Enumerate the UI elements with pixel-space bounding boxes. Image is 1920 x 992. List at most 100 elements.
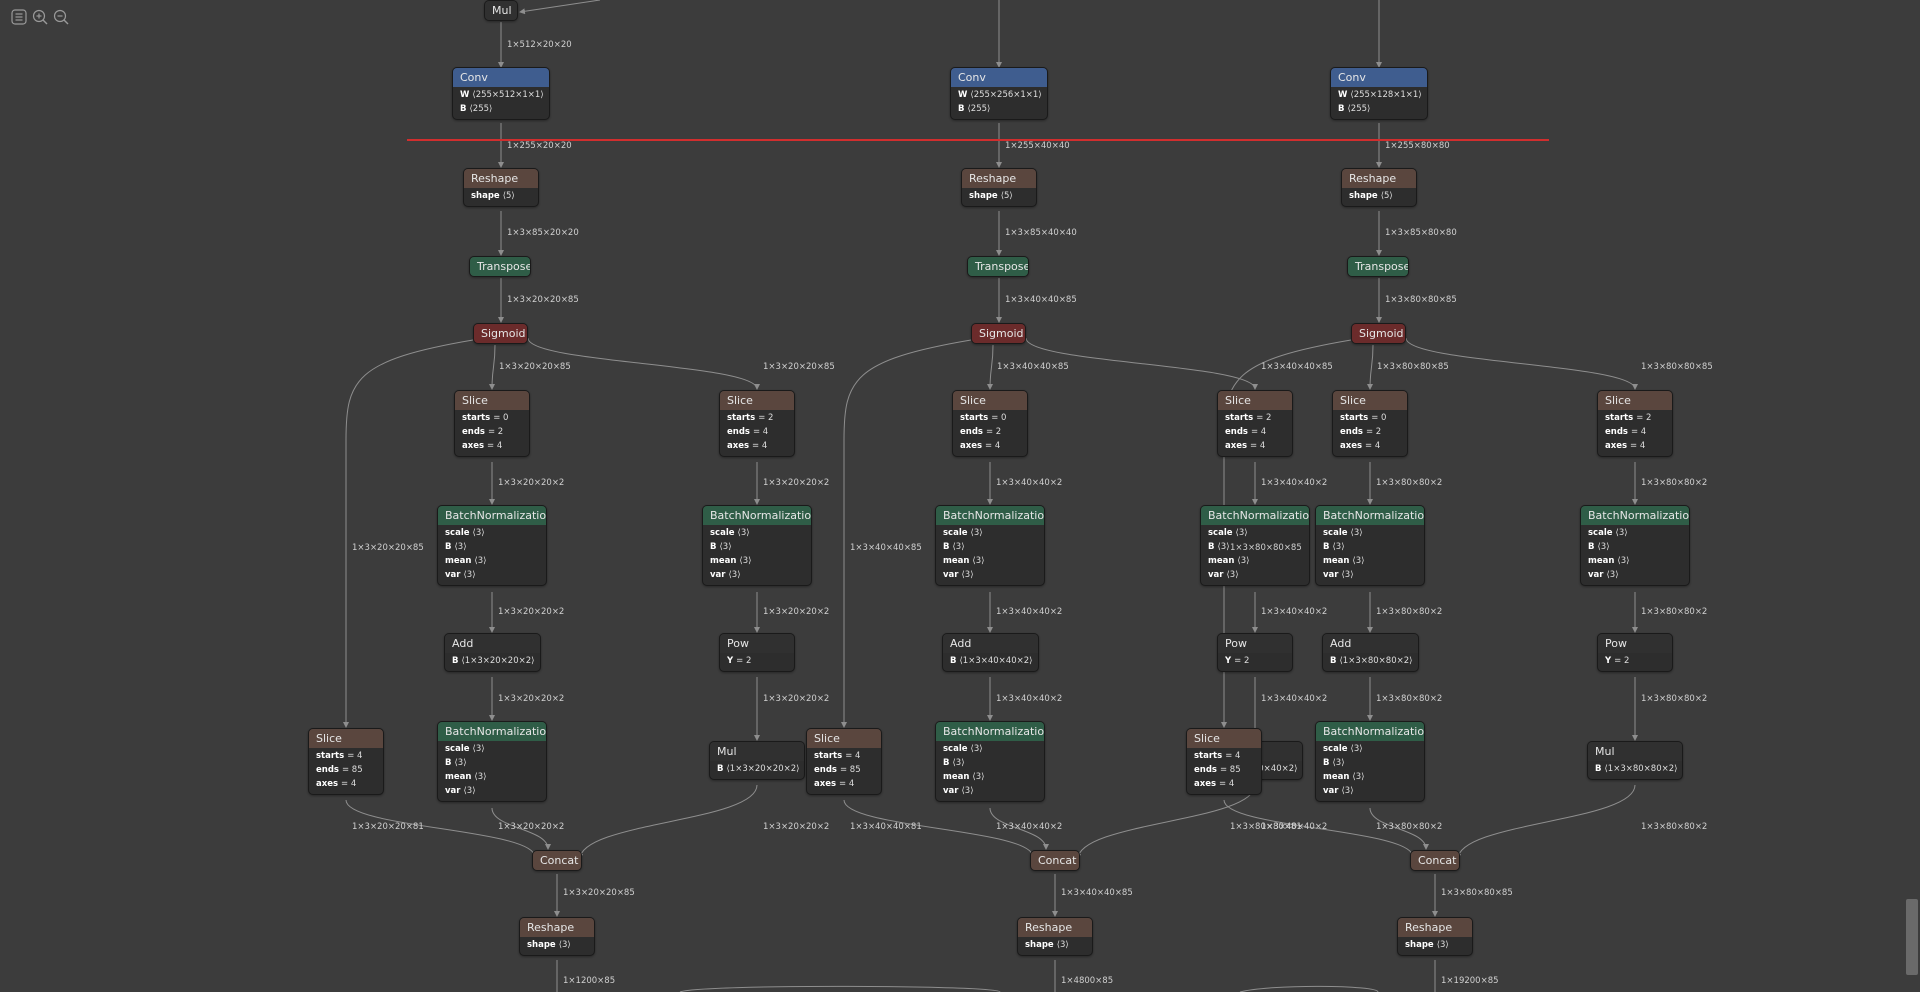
attribute-name: ends <box>462 427 485 437</box>
attribute-name: B <box>460 104 467 114</box>
concat-node[interactable]: Concat <box>532 850 582 871</box>
attribute-value: = 85 <box>839 765 861 775</box>
attribute-row: scale⟨3⟩ <box>445 526 539 540</box>
attribute-value: ⟨3⟩ <box>1436 940 1449 950</box>
reshape-node-title: Reshape <box>1342 169 1416 188</box>
attribute-row: starts= 4 <box>1194 749 1254 763</box>
attribute-name: var <box>445 570 461 580</box>
attribute-row: scale⟨3⟩ <box>445 742 539 756</box>
attribute-row: B⟨255⟩ <box>460 102 542 116</box>
attribute-row: var⟨3⟩ <box>1208 568 1302 582</box>
attribute-value: ⟨3⟩ <box>558 940 571 950</box>
sigmoid-node[interactable]: Sigmoid <box>1351 323 1406 344</box>
attribute-value: ⟨3⟩ <box>737 528 750 538</box>
pow-node-title: Pow <box>1598 634 1672 653</box>
transpose-node[interactable]: Transpose <box>967 256 1029 277</box>
edge-shape-label: 1×3×80×80×2 <box>1376 694 1443 704</box>
batchnorm-node-attributes: scale⟨3⟩B⟨3⟩mean⟨3⟩var⟨3⟩ <box>438 741 546 801</box>
transpose-node[interactable]: Transpose <box>469 256 531 277</box>
attribute-row: scale⟨3⟩ <box>943 742 1037 756</box>
top-mul-node[interactable]: Mul <box>484 0 518 21</box>
attribute-row: shape⟨3⟩ <box>1405 938 1465 952</box>
reshape-node-title: Reshape <box>1398 918 1472 937</box>
attribute-value: ⟨3⟩ <box>472 744 485 754</box>
edge-line <box>987 344 994 390</box>
edge-line <box>343 339 474 728</box>
attribute-row: var⟨3⟩ <box>1323 568 1417 582</box>
attribute-row: scale⟨3⟩ <box>1323 742 1417 756</box>
batchnorm-node-title: BatchNormalization <box>703 506 811 525</box>
concat-node[interactable]: Concat <box>1030 850 1080 871</box>
attribute-name: starts <box>960 413 989 423</box>
sigmoid-node[interactable]: Sigmoid <box>473 323 528 344</box>
sidebar-menu-icon[interactable] <box>11 9 27 25</box>
attribute-row: mean⟨3⟩ <box>943 554 1037 568</box>
concat-node-title: Concat <box>1411 851 1459 870</box>
transpose-node[interactable]: Transpose <box>1347 256 1409 277</box>
edge-shape-label: 1×3×40×40×2 <box>996 822 1063 832</box>
edge-shape-label: 1×3×40×40×2 <box>1261 694 1328 704</box>
attribute-value: ⟨3⟩ <box>1352 556 1365 566</box>
attribute-row: B⟨3⟩ <box>943 540 1037 554</box>
vertical-scrollbar[interactable] <box>1906 899 1918 975</box>
conv-node-title: Conv <box>1331 68 1427 87</box>
edge-line <box>989 807 1049 850</box>
batchnorm-node-attributes: scale⟨3⟩B⟨3⟩mean⟨3⟩var⟨3⟩ <box>1581 525 1689 585</box>
edge-line <box>489 344 496 390</box>
attribute-value: = 4 <box>487 441 503 451</box>
attribute-name: ends <box>727 427 750 437</box>
concat-node[interactable]: Concat <box>1410 850 1460 871</box>
edge-shape-label: 1×3×20×20×2 <box>498 822 565 832</box>
edge-shape-label: 1×3×40×40×85 <box>850 543 922 553</box>
attribute-name: mean <box>710 556 737 566</box>
batchnorm-node-title: BatchNormalization <box>1201 506 1309 525</box>
attribute-name: ends <box>1225 427 1248 437</box>
attribute-value: ⟨3⟩ <box>1226 570 1239 580</box>
sigmoid-node[interactable]: Sigmoid <box>971 323 1026 344</box>
edge-line <box>679 985 1001 992</box>
attribute-name: B <box>1595 764 1602 774</box>
attribute-value: ⟨1×3×80×80×2⟩ <box>1604 764 1678 774</box>
attribute-name: B <box>1208 542 1215 552</box>
reshape-node-attributes: shape⟨3⟩ <box>1398 937 1472 955</box>
attribute-value: = 4 <box>1630 427 1647 437</box>
attribute-value: ⟨3⟩ <box>472 528 485 538</box>
zoom-out-icon[interactable] <box>53 9 69 25</box>
zoom-in-icon[interactable] <box>32 9 48 25</box>
